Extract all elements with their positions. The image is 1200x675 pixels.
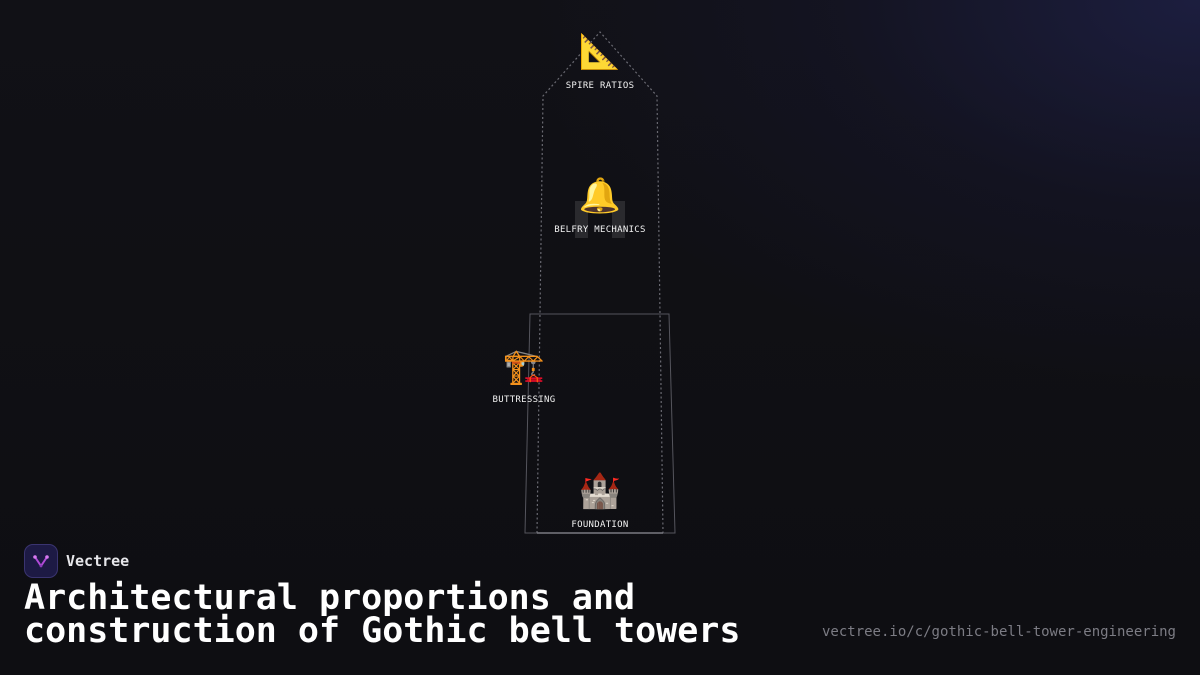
brand: Vectree bbox=[24, 544, 129, 578]
belfry-opening-right bbox=[612, 201, 625, 238]
castle-icon: 🏰 bbox=[578, 471, 622, 511]
page-title: Architectural proportions and constructi… bbox=[24, 578, 741, 651]
brand-name: Vectree bbox=[66, 552, 130, 570]
tower-shaft-outline bbox=[536, 31, 664, 534]
node-label-spire-ratios: SPIRE RATIOS bbox=[565, 81, 635, 91]
source-url[interactable]: vectree.io/c/gothic-bell-tower-engineeri… bbox=[821, 624, 1176, 640]
node-label-foundation: FOUNDATION bbox=[571, 520, 629, 530]
node-label-buttressing: BUTTRESSING bbox=[492, 395, 556, 405]
bell-icon: 🔔 bbox=[578, 176, 622, 216]
tower-base-outline bbox=[524, 313, 676, 534]
belfry-opening-left bbox=[575, 201, 588, 238]
crane-icon: 🏗️ bbox=[502, 347, 546, 387]
triangular-ruler-icon: 📐 bbox=[578, 32, 622, 72]
node-label-belfry-mechanics: BELFRY MECHANICS bbox=[554, 225, 646, 235]
vectree-logo-icon bbox=[24, 544, 58, 578]
